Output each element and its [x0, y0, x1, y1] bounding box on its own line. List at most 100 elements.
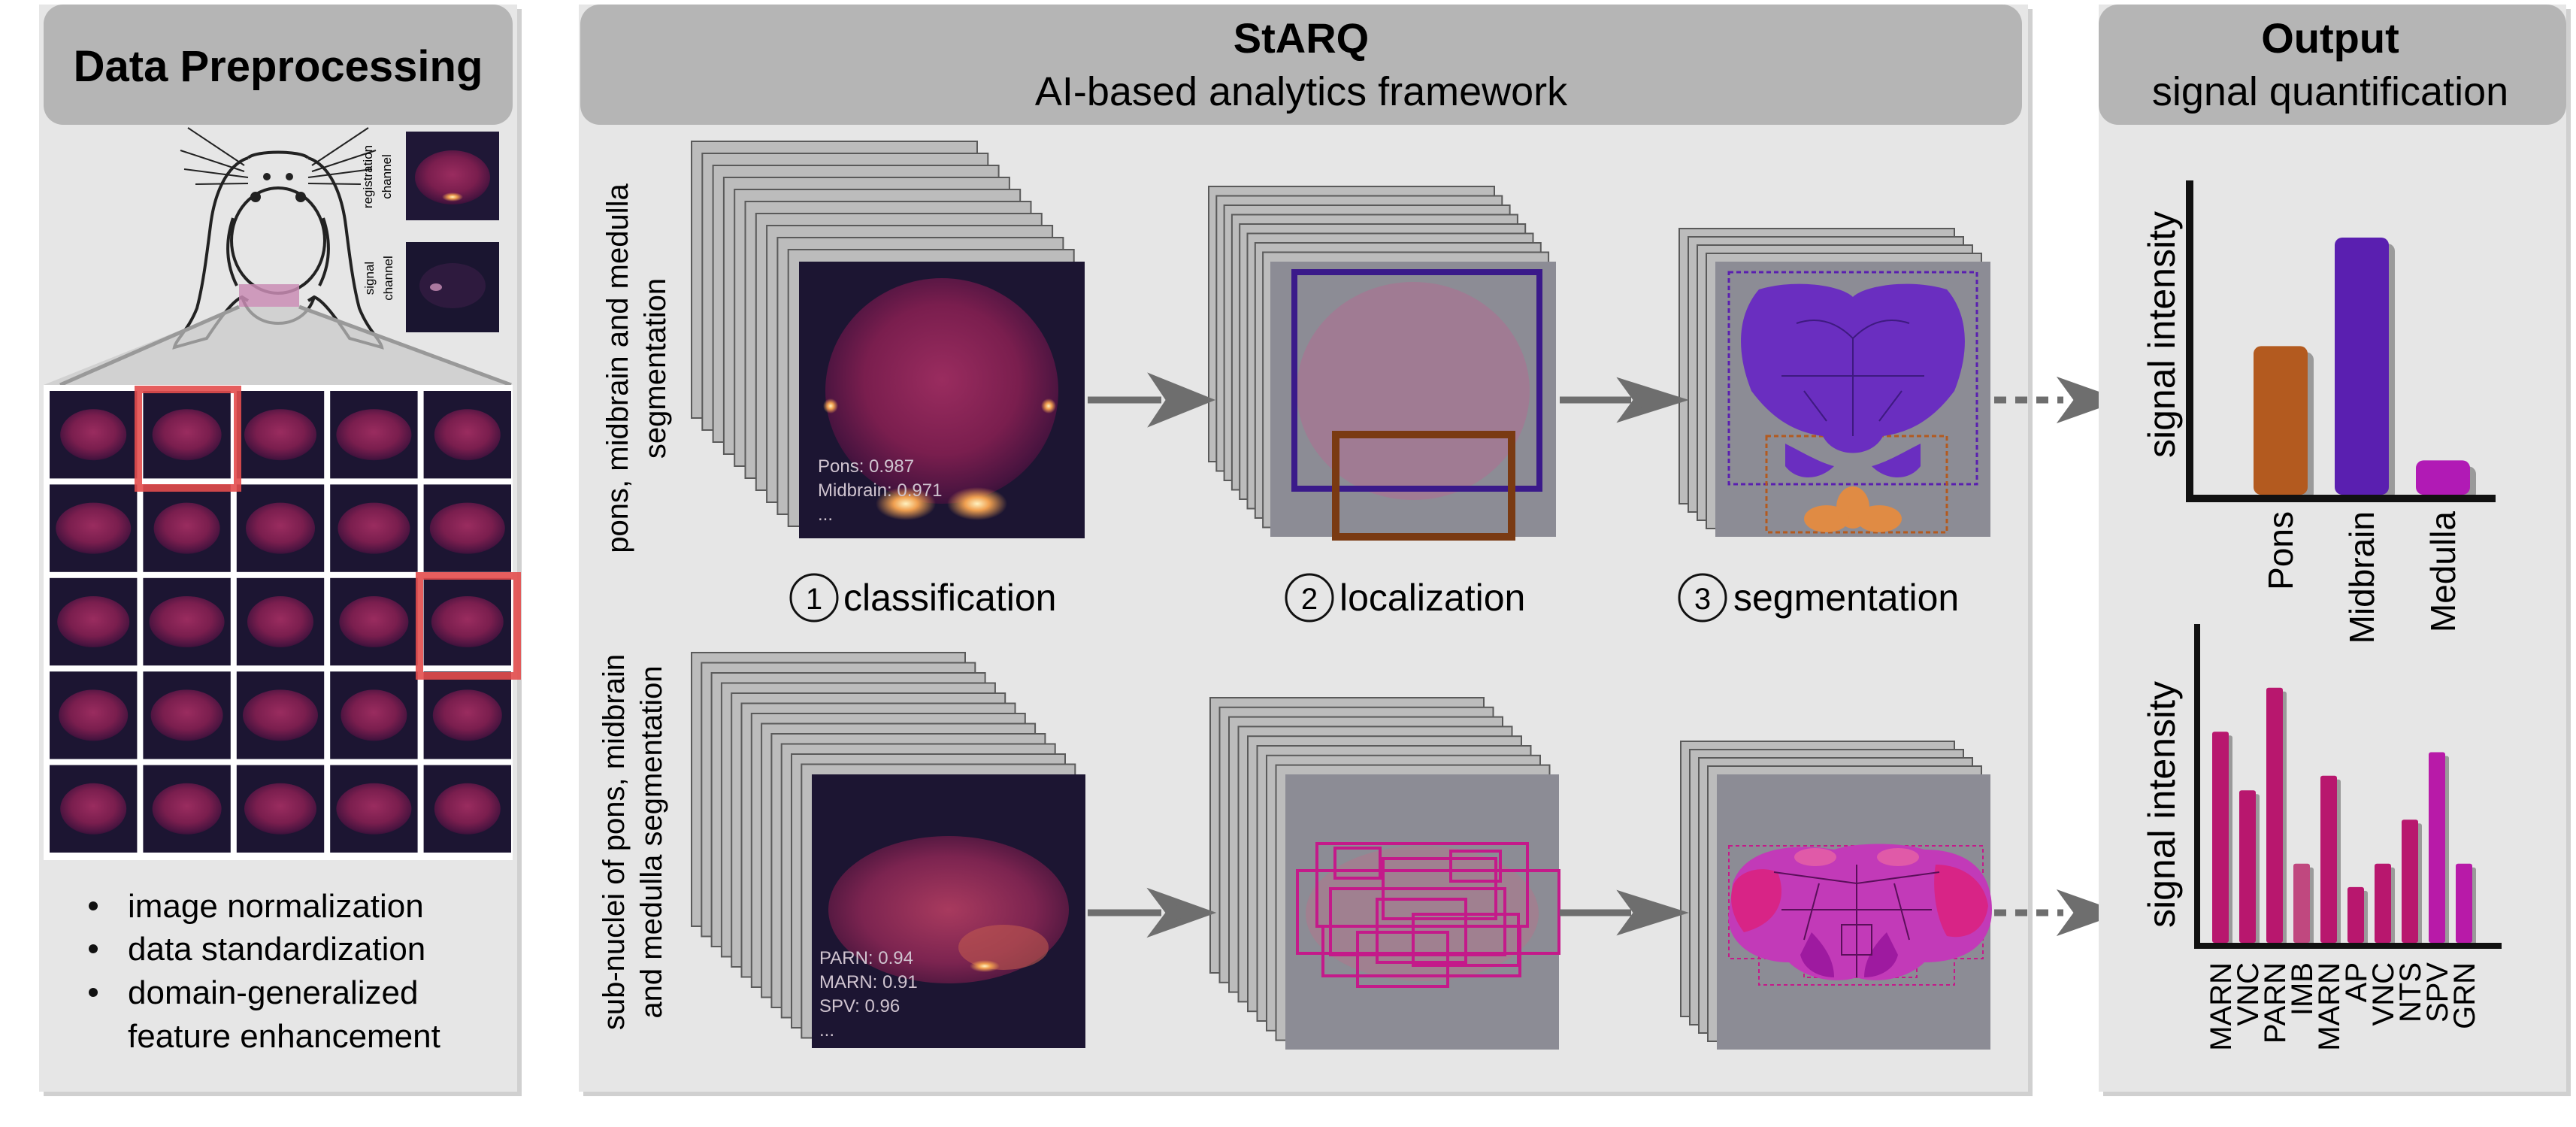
bar-pons: [2254, 346, 2308, 495]
bullet-domain-generalized: domain-generalized: [128, 974, 418, 1011]
selected-slice-highlight-2: [416, 572, 521, 680]
row2-score-parn: PARN: 0.94: [819, 948, 913, 968]
framework-subtitle: AI-based analytics framework: [1035, 69, 1568, 114]
preprocessing-bullet-list: image normalization data standardization…: [89, 888, 440, 1055]
bar-vnc: [2239, 790, 2256, 943]
slice-tile: [236, 671, 325, 759]
bar-medulla: [2416, 460, 2470, 495]
row2-score-marn: MARN: 0.91: [819, 972, 918, 992]
category-label: VNC: [2367, 962, 2400, 1026]
chart1-ylabel: signal intensity: [2141, 211, 2183, 458]
output-header: [2099, 5, 2566, 125]
slice-tile: [423, 484, 511, 572]
bar-parn: [2266, 687, 2283, 943]
category-label: Medulla: [2423, 511, 2462, 633]
output-title: Output: [2261, 14, 2399, 62]
bar-spv: [2429, 752, 2445, 943]
bullet-feature-enhancement: feature enhancement: [128, 1018, 440, 1055]
brainstem-slice-region: [239, 284, 299, 307]
row2-classification-image: PARN: 0.94 MARN: 0.91 SPV: 0.96 ...: [812, 774, 1085, 1048]
slice-tile: [423, 765, 511, 853]
step-label-segmentation: segmentation: [1733, 577, 1959, 619]
bar-marn: [2320, 775, 2337, 943]
slice-tile: [330, 484, 418, 572]
step-number-1: 1: [806, 583, 822, 616]
arrow-head: [1147, 372, 1216, 428]
slice-tile: [50, 671, 138, 759]
slice-tile: [330, 577, 418, 666]
row1-segmentation-image: [1715, 262, 1990, 537]
row2-score-spv: SPV: 0.96: [819, 996, 900, 1016]
chart2-ylabel: signal intensity: [2141, 681, 2183, 928]
slice-tile: [423, 671, 511, 759]
slice-tile: [236, 765, 325, 853]
row1-label-line2: segmentation: [639, 278, 672, 459]
slice-tile: [143, 765, 231, 853]
slice-tile: [236, 577, 325, 666]
row1-label-line1: pons, midbrain and medulla: [601, 183, 634, 553]
slice-grid-tiles: [50, 391, 511, 853]
registration-channel-label-2: channel: [380, 154, 394, 199]
category-label: Midbrain: [2342, 511, 2381, 644]
slice-tile: [143, 391, 231, 479]
output-panel: Output signal quantification signal inte…: [2099, 5, 2571, 1096]
category-label: SPV: [2421, 962, 2454, 1022]
slice-tile: [143, 671, 231, 759]
row2-score-ellipsis: ...: [819, 1020, 834, 1041]
slice-tile: [236, 484, 325, 572]
slice-tile: [143, 484, 231, 572]
row1-classification-image: Pons: 0.987 Midbrain: 0.971 ...: [799, 262, 1085, 538]
bullet-data-standardization: data standardization: [128, 931, 425, 968]
slice-tile: [330, 671, 418, 759]
pons-bounding-box: [1332, 431, 1515, 541]
category-label: IMB: [2286, 962, 2319, 1016]
slice-tile: [330, 391, 418, 479]
step-localization: 2 localization: [1285, 573, 1525, 623]
bullet-image-normalization: image normalization: [128, 888, 424, 925]
signal-channel-label-1: signal: [362, 262, 377, 295]
slice-tile: [330, 765, 418, 853]
row1-score-pons: Pons: 0.987: [818, 456, 914, 477]
slice-tile: [236, 391, 325, 479]
preprocessing-panel: Data Preprocessing registration: [39, 5, 522, 1096]
selected-slice-highlight-1: [135, 386, 241, 492]
signal-channel-label-2: channel: [381, 256, 395, 301]
pipeline-arrows: [1088, 372, 1690, 938]
row2-localization-image: [1285, 774, 1560, 1050]
slice-tile: [50, 577, 138, 666]
step-label-classification: classification: [843, 577, 1056, 619]
bar-nts: [2402, 819, 2418, 943]
output-arrows: [1994, 376, 2123, 937]
slice-tile: [50, 391, 138, 479]
slice-tile: [423, 391, 511, 479]
preprocessing-header: [44, 5, 513, 125]
midbrain-bounding-box: [1291, 269, 1542, 492]
category-label: AP: [2340, 962, 2373, 1002]
slice-tile: [50, 765, 138, 853]
row1-score-ellipsis: ...: [818, 504, 833, 525]
subnuclei-signal-chart: signal intensity MARNVNCPARNIMBMARNAPVNC…: [2141, 624, 2502, 1051]
bar-marn: [2212, 732, 2229, 943]
category-label: PARN: [2259, 962, 2292, 1044]
category-label: Pons: [2261, 511, 2300, 590]
subnuclei-segmentation: [1728, 844, 1992, 980]
framework-header: [580, 5, 2022, 125]
category-label: MARN: [2205, 962, 2238, 1051]
region-signal-chart: signal intensity Pons Midbrain Medulla: [2141, 180, 2496, 644]
category-label: VNC: [2232, 962, 2265, 1026]
output-subtitle: signal quantification: [2152, 69, 2508, 114]
bar-imb: [2293, 863, 2310, 943]
step-label-localization: localization: [1339, 577, 1525, 619]
registration-channel-label-1: registration: [361, 145, 375, 208]
bar-ap: [2347, 886, 2364, 943]
step-classification: 1 classification: [789, 573, 1056, 623]
bar-grn: [2456, 863, 2472, 943]
preprocessing-title: Data Preprocessing: [74, 42, 483, 91]
category-label: NTS: [2394, 962, 2427, 1022]
framework-panel: StARQ AI-based analytics framework pons,…: [579, 5, 2123, 1096]
row1-score-midbrain: Midbrain: 0.971: [818, 480, 942, 501]
slice-tile: [143, 577, 231, 666]
row2-segmentation-image: [1717, 774, 1992, 1050]
slice-tile: [423, 577, 511, 666]
